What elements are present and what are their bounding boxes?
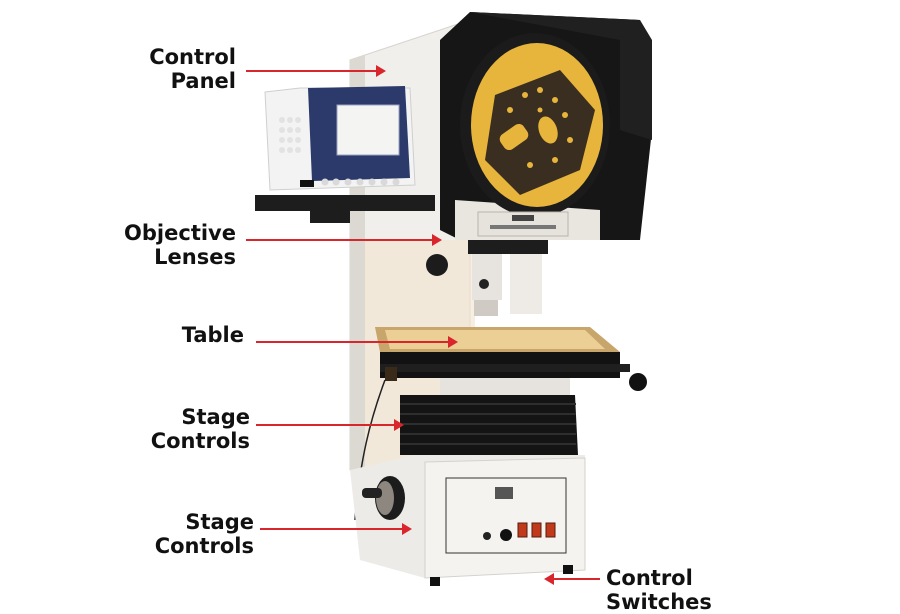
arrow-table — [256, 336, 458, 348]
label-line: Controls — [154, 534, 254, 558]
label-stage-controls-lower: Stage Controls — [140, 510, 254, 558]
label-table: Table — [140, 323, 244, 347]
label-line: Table — [181, 323, 244, 347]
label-line: Control Switches — [606, 566, 712, 614]
label-line: Objective — [124, 221, 236, 245]
arrow-stage-controls-lower — [260, 523, 412, 535]
profile-projector-illustration — [255, 12, 652, 586]
arrow-stage-controls-upper — [256, 419, 404, 431]
label-line: Control — [149, 45, 236, 69]
arrow-control-switches — [544, 573, 600, 585]
arrow-objective-lenses — [246, 234, 442, 246]
label-line: Stage — [185, 510, 254, 534]
arrow-control-panel — [246, 65, 386, 77]
label-objective-lenses: Objective Lenses — [120, 221, 236, 269]
label-line: Controls — [150, 429, 250, 453]
label-line: Stage — [181, 405, 250, 429]
label-line: Panel — [170, 69, 236, 93]
label-stage-controls-upper: Stage Controls — [140, 405, 250, 453]
label-control-panel: Control Panel — [140, 45, 236, 93]
label-line: Lenses — [154, 245, 236, 269]
label-control-switches: Control Switches — [606, 566, 806, 614]
